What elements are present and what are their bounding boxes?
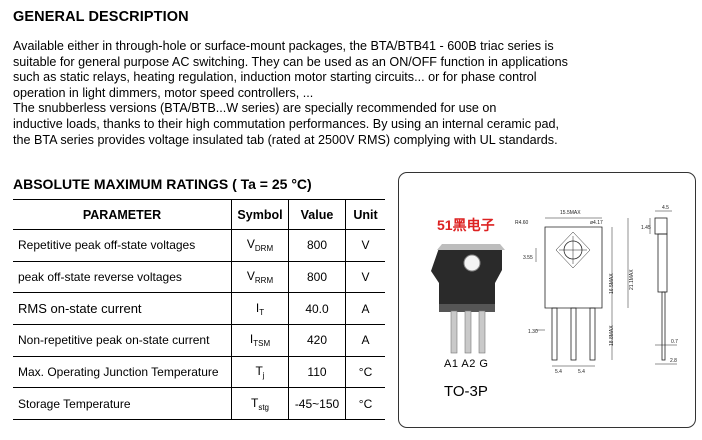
description-line: the BTA series provides voltage insulate… <box>13 132 558 147</box>
dim-t2: 2.8 <box>670 358 677 364</box>
param-cell: Storage Temperature <box>13 387 232 421</box>
dim-t1: 0.7 <box>671 339 678 345</box>
general-description-heading: GENERAL DESCRIPTION <box>13 9 189 25</box>
ratings-table: PARAMETER Symbol Value Unit Repetitive p… <box>13 199 385 421</box>
dim-top: 4.5 <box>662 205 669 211</box>
value-cell: 800 <box>288 260 346 294</box>
table-row: RMS on-state current IT 40.0 A <box>13 292 385 326</box>
header-value: Value <box>288 199 346 230</box>
brand-logo-text: 51黑电子 <box>437 217 495 233</box>
device-photo <box>431 244 505 354</box>
description-line: Available either in through-hole or surf… <box>13 39 554 53</box>
pin-labels: A1 A2 G <box>444 358 489 370</box>
unit-cell: °C <box>345 387 385 421</box>
description-line: The snubberless versions (BTA/BTB...W se… <box>13 101 497 116</box>
dim-r: R4.60 <box>515 220 529 226</box>
symbol-cell: VRRM <box>231 260 289 294</box>
value-cell: 800 <box>288 229 346 262</box>
description-line: operation in light dimmers, motor speed … <box>13 85 314 100</box>
symbol-cell: Tj <box>231 355 289 389</box>
param-cell: Non-repetitive peak on-state current <box>13 324 232 357</box>
unit-cell: V <box>345 229 385 262</box>
description-text: Available either in through-hole or surf… <box>13 39 693 148</box>
dim-h1: 16.5MAX <box>609 273 615 294</box>
table-row: Storage Temperature Tstg -45~150 °C <box>13 387 385 421</box>
ratings-heading: ABSOLUTE MAXIMUM RATINGS ( Ta = 25 °C) <box>13 176 312 192</box>
dim-d1: 3.55 <box>523 255 533 261</box>
table-header-row: PARAMETER Symbol Value Unit <box>13 199 385 230</box>
dim-p2: 5.4 <box>578 369 585 375</box>
symbol-cell: ITSM <box>231 324 289 357</box>
header-symbol: Symbol <box>231 199 289 230</box>
value-cell: 420 <box>288 324 346 357</box>
description-line: inductive loads, thanks to their high co… <box>13 116 560 131</box>
outline-side-view <box>649 210 677 365</box>
unit-cell: V <box>345 260 385 294</box>
dim-hole: ø4.17 <box>590 220 603 226</box>
description-line: such as static relays, heating regulatio… <box>13 70 537 85</box>
header-parameter: PARAMETER <box>13 199 232 230</box>
symbol-cell: Tstg <box>231 387 289 421</box>
table-row: Non-repetitive peak on-state current ITS… <box>13 324 385 357</box>
symbol-cell: IT <box>231 292 289 326</box>
dim-p1: 5.4 <box>555 369 562 375</box>
package-drawing-panel <box>398 172 696 428</box>
dim-w: 15.5MAX <box>560 210 581 216</box>
dim-leadlen: 18.8MAX <box>609 325 615 346</box>
dim-lead: 1.30 <box>528 329 538 335</box>
dim-side1: 1.45 <box>641 225 651 231</box>
package-name: TO-3P <box>444 383 488 400</box>
param-cell: RMS on-state current <box>13 292 232 326</box>
unit-cell: °C <box>345 355 385 389</box>
dim-h2: 21.1MAX <box>629 269 635 290</box>
outline-front-view <box>535 217 629 367</box>
value-cell: -45~150 <box>288 387 346 421</box>
header-unit: Unit <box>345 199 385 230</box>
description-line: suitable for general purpose AC switchin… <box>13 54 568 69</box>
